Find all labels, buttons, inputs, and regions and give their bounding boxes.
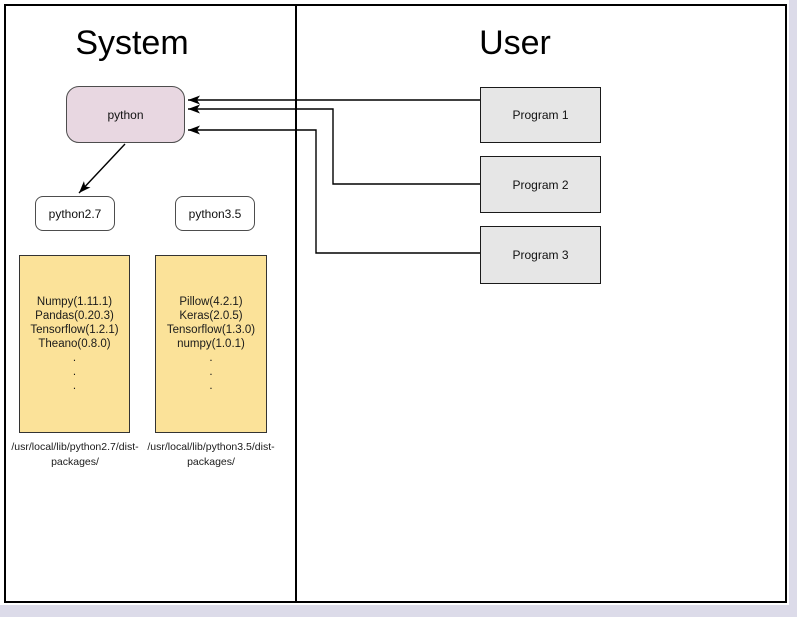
program3-node: Program 3 <box>480 226 601 284</box>
ellipsis-dot: . <box>72 352 77 364</box>
program2-label: Program 2 <box>512 177 569 192</box>
python35-node: python3.5 <box>175 196 255 231</box>
python27-dist-path: /usr/local/lib/python2.7/dist- packages/ <box>8 440 142 470</box>
system-panel-title: System <box>75 24 189 62</box>
ellipsis-dot: . <box>209 366 213 378</box>
python27-label: python2.7 <box>48 206 102 221</box>
python-node: python <box>66 86 185 143</box>
python35-packages-box: Pillow(4.2.1) Keras(2.0.5) Tensorflow(1.… <box>155 255 267 433</box>
program3-label: Program 3 <box>512 248 569 262</box>
ellipsis-dot: . <box>72 366 77 378</box>
path-line: /usr/local/lib/python2.7/dist- <box>11 441 139 453</box>
package-item: Pandas(0.20.3) <box>35 310 114 322</box>
ellipsis-dot: . <box>209 352 213 364</box>
system-user-divider <box>295 4 297 603</box>
package-item: numpy(1.0.1) <box>177 338 245 350</box>
program1-node: Program 1 <box>480 87 601 143</box>
python35-dist-path: /usr/local/lib/python3.5/dist- packages/ <box>144 440 278 470</box>
package-item: Tensorflow(1.2.1) <box>30 324 119 336</box>
user-panel-title: User <box>479 24 551 62</box>
package-item: Pillow(4.2.1) <box>179 296 243 308</box>
python35-label: python3.5 <box>188 206 242 221</box>
ellipsis-dot: . <box>72 380 77 392</box>
package-item: Keras(2.0.5) <box>179 310 243 322</box>
path-line: /usr/local/lib/python3.5/dist- <box>147 441 275 453</box>
package-item: Theano(0.8.0) <box>38 338 111 350</box>
python27-packages-box: Numpy(1.11.1) Pandas(0.20.3) Tensorflow(… <box>19 255 130 433</box>
path-line: packages/ <box>187 456 235 468</box>
ellipsis-dot: . <box>209 380 213 392</box>
python27-node: python2.7 <box>35 196 115 231</box>
program2-node: Program 2 <box>480 156 601 213</box>
program1-label: Program 1 <box>512 108 569 122</box>
package-item: Tensorflow(1.3.0) <box>166 324 256 336</box>
outer-border <box>4 4 787 603</box>
path-line: packages/ <box>51 456 99 468</box>
python-node-label: python <box>107 107 144 122</box>
package-item: Numpy(1.11.1) <box>36 296 113 308</box>
